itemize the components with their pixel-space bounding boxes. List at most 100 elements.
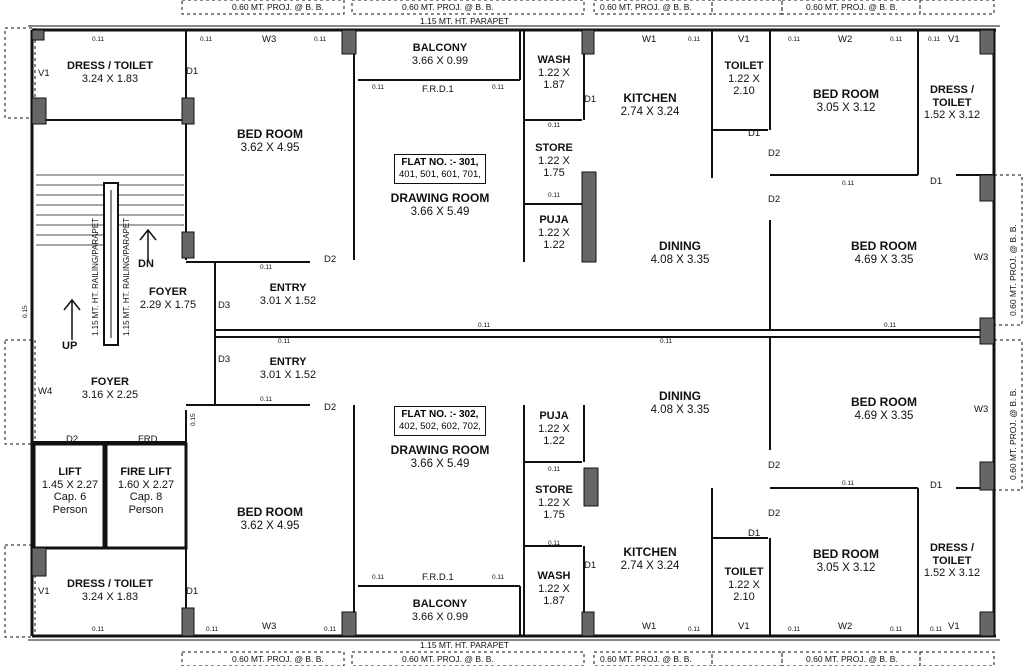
room-toilet: TOILET 1.22 X 2.10 — [724, 566, 764, 604]
window-tag: V1 — [38, 586, 50, 597]
window-tag: W1 — [642, 621, 657, 632]
projection-label: 0.60 MT. PROJ. @ B. B. — [806, 2, 898, 12]
window-tag: W3 — [262, 34, 277, 45]
window-tag: V1 — [948, 34, 960, 45]
parapet-label: 1.15 MT. HT. PARAPET — [420, 16, 510, 26]
window-tag: V1 — [738, 621, 750, 632]
dimension-mark: 0.11 — [688, 36, 701, 43]
dimension-mark: 0.11 — [884, 322, 897, 329]
dimension-mark: 0.11 — [930, 626, 943, 633]
room-entry: ENTRY 3.01 X 1.52 — [259, 282, 317, 307]
room-dining: DINING 4.08 X 3.35 — [650, 389, 710, 416]
window-tag: W4 — [38, 386, 53, 397]
door-tag: D3 — [218, 300, 231, 311]
door-tag: D2 — [324, 402, 337, 413]
door-tag: D1 — [584, 560, 597, 571]
door-tag: D2 — [768, 148, 781, 159]
dimension-mark: 0.11 — [842, 480, 855, 487]
room-balcony: BALCONY 3.66 X 0.99 — [411, 42, 469, 67]
dimension-mark: 0.11 — [548, 122, 561, 129]
window-tag: V1 — [738, 34, 750, 45]
room-foyer-main: FOYER 3.16 X 2.25 — [81, 376, 139, 401]
projection-label: 0.60 MT. PROJ. @ B. B. — [232, 654, 324, 664]
dimension-mark: 0.11 — [548, 540, 561, 547]
dimension-mark: 0.11 — [928, 36, 941, 43]
projection-label: 0.60 MT. PROJ. @ B. B. — [806, 654, 898, 664]
parapet-label: 1.15 MT. HT. PARAPET — [420, 640, 510, 650]
projection-label: 0.60 MT. PROJ. @ B. B. — [1008, 224, 1018, 316]
dimension-mark: 0.11 — [372, 84, 385, 91]
window-tag: V1 — [38, 68, 50, 79]
dimension-mark: 0.15 — [190, 413, 197, 426]
window-tag: W2 — [838, 34, 853, 45]
door-tag: D2 — [66, 434, 79, 445]
room-bed-room-east: BED ROOM 4.69 X 3.35 — [851, 239, 917, 266]
dimension-mark: 0.11 — [200, 36, 213, 43]
door-tag: D2 — [768, 460, 781, 471]
room-entry: ENTRY 3.01 X 1.52 — [259, 356, 317, 381]
fire-door-label: F.R.D.1 — [422, 572, 454, 583]
top-flat-walls — [215, 30, 994, 330]
room-puja: PUJA 1.22 X 1.22 — [538, 214, 570, 252]
dimension-mark: 0.11 — [688, 626, 701, 633]
room-toilet: TOILET 1.22 X 2.10 — [724, 60, 764, 98]
door-tag: D1 — [186, 66, 199, 77]
room-dining: DINING 4.08 X 3.35 — [650, 239, 710, 266]
room-store: STORE 1.22 X 1.75 — [535, 484, 573, 522]
room-dress-toilet-right: DRESS / TOILET 1.52 X 3.12 — [923, 542, 981, 580]
door-tag: D2 — [768, 194, 781, 205]
window-tag: W3 — [974, 404, 989, 415]
projection-label: 0.60 MT. PROJ. @ B. B. — [600, 654, 692, 664]
dimension-mark: 0.11 — [492, 84, 505, 91]
dimension-mark: 0.15 — [22, 305, 29, 318]
projection-label: 0.60 MT. PROJ. @ B. B. — [402, 654, 494, 664]
room-store: STORE 1.22 X 1.75 — [535, 142, 573, 180]
door-tag: D3 — [218, 354, 231, 365]
dimension-mark: 0.11 — [372, 574, 385, 581]
dimension-mark: 0.11 — [92, 626, 105, 633]
stair-down-label: DN — [138, 258, 154, 270]
door-tag: D2 — [768, 508, 781, 519]
flat-number-box: FLAT NO. :- 302, 402, 502, 602, 702, — [394, 406, 486, 436]
projection-label: 0.60 MT. PROJ. @ B. B. — [600, 2, 692, 12]
room-balcony: BALCONY 3.66 X 0.99 — [411, 598, 469, 623]
room-fire-lift: FIRE LIFT 1.60 X 2.27 Cap. 8 Person — [117, 466, 175, 516]
dimension-mark: 0.11 — [206, 626, 219, 633]
dimension-mark: 0.11 — [92, 36, 105, 43]
room-drawing: DRAWING ROOM 3.66 X 5.49 — [390, 443, 490, 470]
bottom-flat-walls — [215, 337, 994, 636]
stair-up-label: UP — [62, 340, 78, 352]
room-lift: LIFT 1.45 X 2.27 Cap. 6 Person — [41, 466, 99, 516]
window-tag: W3 — [262, 621, 277, 632]
room-bed-room-right: BED ROOM 3.05 X 3.12 — [813, 547, 879, 574]
room-wash: WASH 1.22 X 1.87 — [537, 54, 571, 92]
dimension-mark: 0.11 — [260, 396, 273, 403]
room-bed-room-east: BED ROOM 4.69 X 3.35 — [851, 395, 917, 422]
dimension-mark: 0.11 — [314, 36, 327, 43]
dimension-mark: 0.11 — [548, 466, 561, 473]
dimension-mark: 0.11 — [278, 338, 291, 345]
flat-number-box: FLAT NO. :- 301, 401, 501, 601, 701, — [394, 154, 486, 184]
room-bed-room-right: BED ROOM 3.05 X 3.12 — [813, 87, 879, 114]
dimension-mark: 0.11 — [492, 574, 505, 581]
window-tag: W1 — [642, 34, 657, 45]
projection-outlines — [4, 0, 1023, 666]
room-drawing: DRAWING ROOM 3.66 X 5.49 — [390, 191, 490, 218]
window-tag: W2 — [838, 621, 853, 632]
railing-label: 1.15 MT. HT. RAILING/PARAPET — [122, 217, 131, 336]
door-tag: D1 — [584, 94, 597, 105]
railing-label: 1.15 MT. HT. RAILING/PARAPET — [91, 217, 100, 336]
room-kitchen: KITCHEN 2.74 X 3.24 — [620, 545, 680, 572]
room-dress-toilet: DRESS / TOILET 3.24 X 1.83 — [67, 578, 153, 603]
door-tag: D1 — [748, 128, 761, 139]
central-divider — [215, 329, 994, 338]
room-bed-room-left: BED ROOM 3.62 X 4.95 — [237, 127, 303, 154]
dimension-mark: 0.11 — [660, 338, 673, 345]
door-tag: D1 — [186, 586, 199, 597]
dimension-mark: 0.11 — [260, 264, 273, 271]
window-tag: V1 — [948, 621, 960, 632]
room-wash: WASH 1.22 X 1.87 — [537, 570, 571, 608]
stair-arrows — [63, 228, 157, 340]
dimension-mark: 0.11 — [842, 180, 855, 187]
